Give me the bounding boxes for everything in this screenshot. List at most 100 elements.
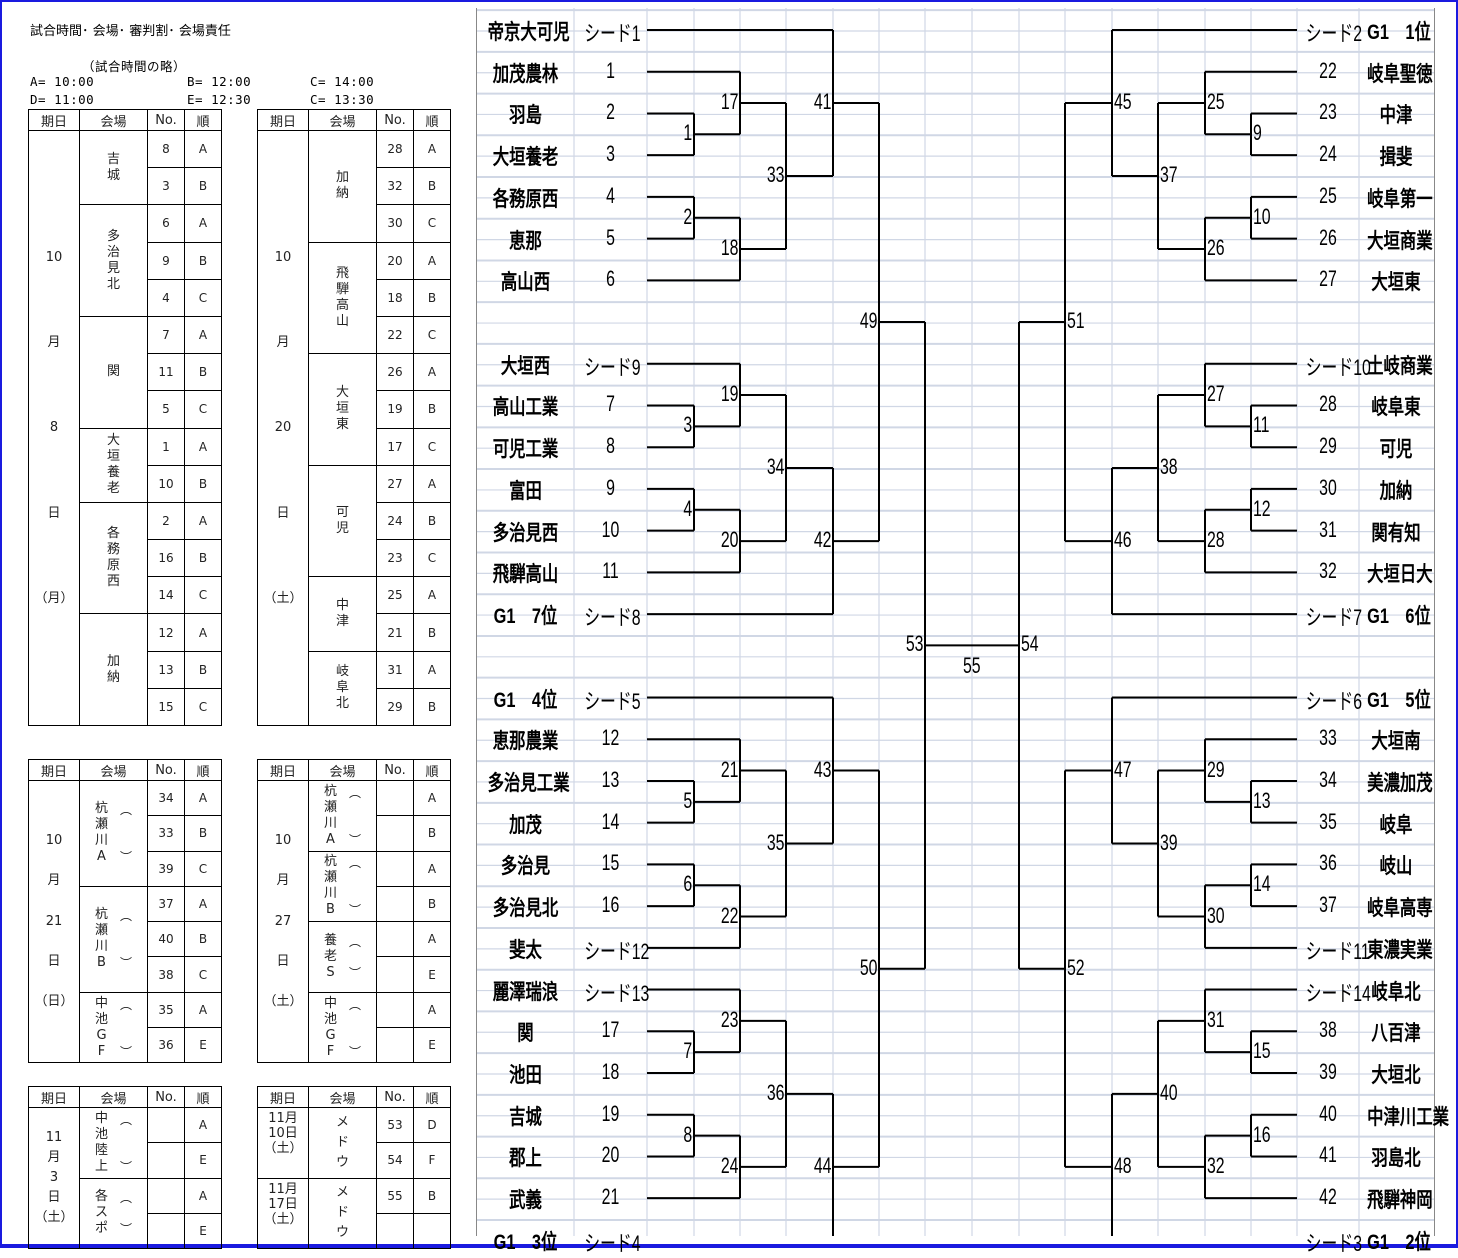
team-name: 富田 xyxy=(509,479,542,503)
game-order: F xyxy=(413,1142,451,1179)
seed-number: シード5 xyxy=(584,688,641,714)
game-no: 11 xyxy=(147,353,185,392)
match-number: 38 xyxy=(1160,454,1178,480)
venue-name: 飛騨高山 xyxy=(335,265,349,329)
date-part: （土） xyxy=(263,994,303,1010)
game-order: A xyxy=(184,885,222,923)
game-no xyxy=(376,779,414,817)
team-name: G1 3位 xyxy=(493,1230,558,1254)
seed-number: シード2 xyxy=(1305,21,1363,46)
game-no: 6 xyxy=(147,204,185,243)
venue-parentheses: ︵︶ xyxy=(349,785,362,847)
game-order: A xyxy=(413,850,451,887)
date-part: 21 xyxy=(45,913,63,929)
game-order: A xyxy=(184,204,222,243)
game-no: 23 xyxy=(376,539,414,578)
seed-number: 26 xyxy=(1319,224,1337,250)
game-order: B xyxy=(184,815,222,852)
match-number: 43 xyxy=(813,756,831,782)
game-no: 22 xyxy=(376,315,414,355)
match-number: 33 xyxy=(766,162,784,188)
game-order: B xyxy=(413,390,451,429)
seed-number: 13 xyxy=(601,766,620,792)
game-no: 1 xyxy=(147,427,185,466)
team-name: G1 2位 xyxy=(1367,1230,1431,1254)
game-order: A xyxy=(413,576,451,615)
team-name: 帝京大可児 xyxy=(487,21,570,44)
game-no: 12 xyxy=(147,613,185,652)
match-number: 19 xyxy=(720,381,738,407)
team-name: 大垣日大 xyxy=(1367,563,1433,587)
header-no: No. xyxy=(147,109,185,131)
seed-number: 14 xyxy=(601,808,620,834)
header-order: 順 xyxy=(184,109,222,131)
seed-number: 24 xyxy=(1319,141,1337,167)
venue-cell: 多治見北 xyxy=(79,204,148,317)
venue-cell: 関 xyxy=(79,315,148,429)
venue-parentheses: ︵︶ xyxy=(120,909,133,971)
venue-parentheses: ︵︶ xyxy=(120,1191,133,1237)
header-order: 順 xyxy=(184,1086,222,1108)
time-e: E= 12:30 xyxy=(187,92,252,107)
date-part: 日 xyxy=(276,953,290,969)
venue-name: 中津 xyxy=(335,597,349,629)
match-number: 37 xyxy=(1160,162,1178,188)
game-order: C xyxy=(184,390,222,429)
seed-number: シード4 xyxy=(584,1230,641,1256)
match-number: 44 xyxy=(813,1152,831,1178)
team-name: 関 xyxy=(517,1022,534,1046)
game-no: 19 xyxy=(376,390,414,429)
match-number: 46 xyxy=(1114,527,1132,553)
seed-number: 42 xyxy=(1319,1184,1337,1210)
match-number: 14 xyxy=(1253,871,1271,897)
game-no: 25 xyxy=(376,576,414,615)
game-no: 13 xyxy=(147,650,185,689)
game-no xyxy=(376,921,414,958)
match-number: 7 xyxy=(683,1038,692,1064)
date-part: 日 xyxy=(47,953,61,969)
game-order: B xyxy=(413,278,451,317)
date-part: 日 xyxy=(47,505,61,521)
game-order: B xyxy=(413,885,451,923)
team-name: 岐阜北 xyxy=(1371,980,1421,1004)
seed-number: シード6 xyxy=(1305,688,1363,714)
match-number: 12 xyxy=(1253,495,1271,521)
abbrev-title: （試合時間の略） xyxy=(82,59,187,74)
game-no xyxy=(147,1177,185,1214)
game-order: E xyxy=(413,1027,451,1064)
venue-cell: 飛騨高山 xyxy=(308,241,377,355)
match-number: 45 xyxy=(1114,89,1132,114)
game-order: C xyxy=(184,850,222,887)
game-no: 31 xyxy=(376,650,414,689)
page-title: 試合時間･ 会場･ 審判割･ 会場責任 xyxy=(30,24,231,39)
game-order xyxy=(413,1212,451,1250)
match-number: 5 xyxy=(683,787,692,813)
game-no: 20 xyxy=(376,241,414,280)
game-no xyxy=(376,850,414,887)
team-name: 土岐商業 xyxy=(1367,354,1433,378)
match-number: 10 xyxy=(1253,203,1271,229)
game-order: B xyxy=(413,167,451,206)
seed-number: 27 xyxy=(1319,266,1337,292)
game-order: C xyxy=(184,687,222,727)
header-no: No. xyxy=(147,759,185,781)
game-no: 37 xyxy=(147,885,185,923)
seed-number: 15 xyxy=(601,850,620,876)
venue-cell: 中池陸上︵︶ xyxy=(79,1107,148,1179)
